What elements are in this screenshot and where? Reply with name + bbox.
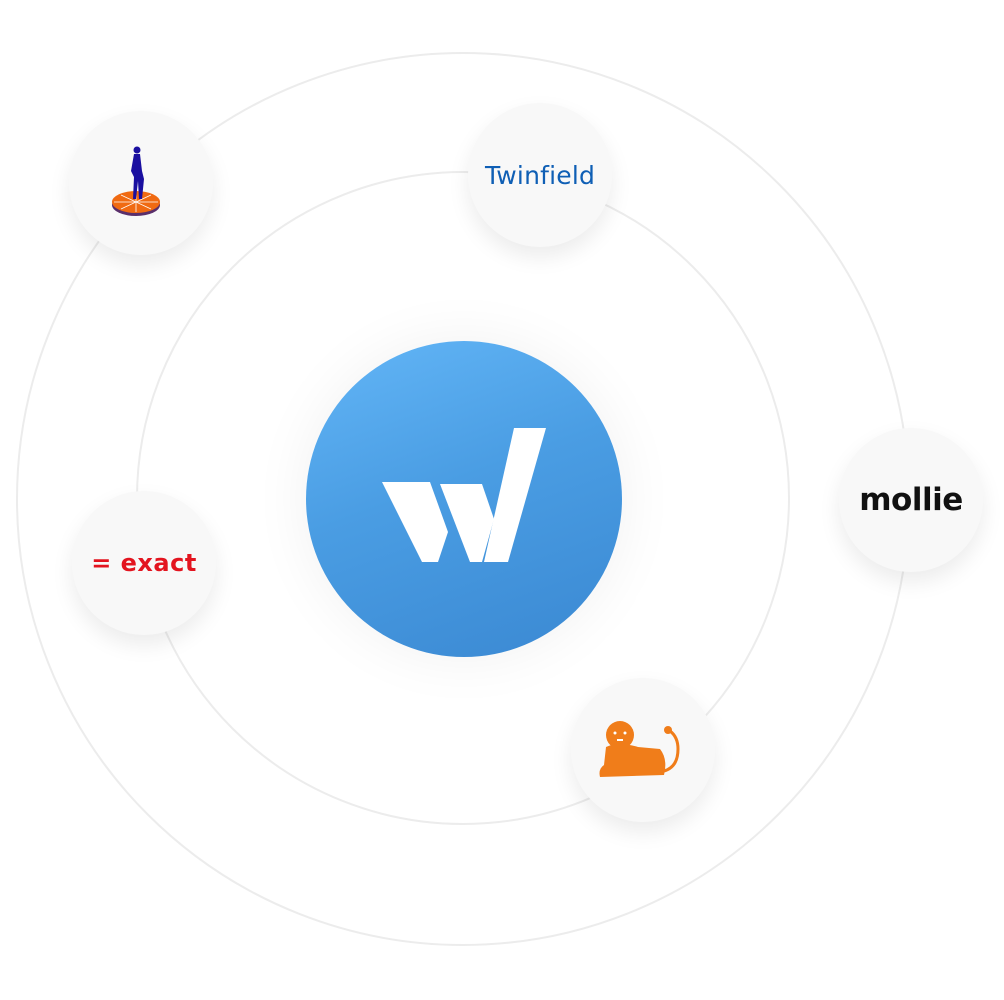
mollie-logo: mollie [859,482,963,518]
ing-lion-logo-icon [599,721,680,777]
integration-rabobank[interactable] [69,111,213,255]
integration-mollie[interactable]: mollie [839,428,983,572]
twinfield-logo: Twinfield [484,160,596,190]
integration-twinfield[interactable]: Twinfield [468,103,612,247]
w-logo-icon [382,428,546,562]
integration-exact[interactable]: = exact [72,491,216,635]
rabobank-logo-icon [112,146,160,216]
hub-logo [306,341,622,657]
integration-ing[interactable] [571,678,715,822]
exact-logo: = exact [91,549,197,577]
